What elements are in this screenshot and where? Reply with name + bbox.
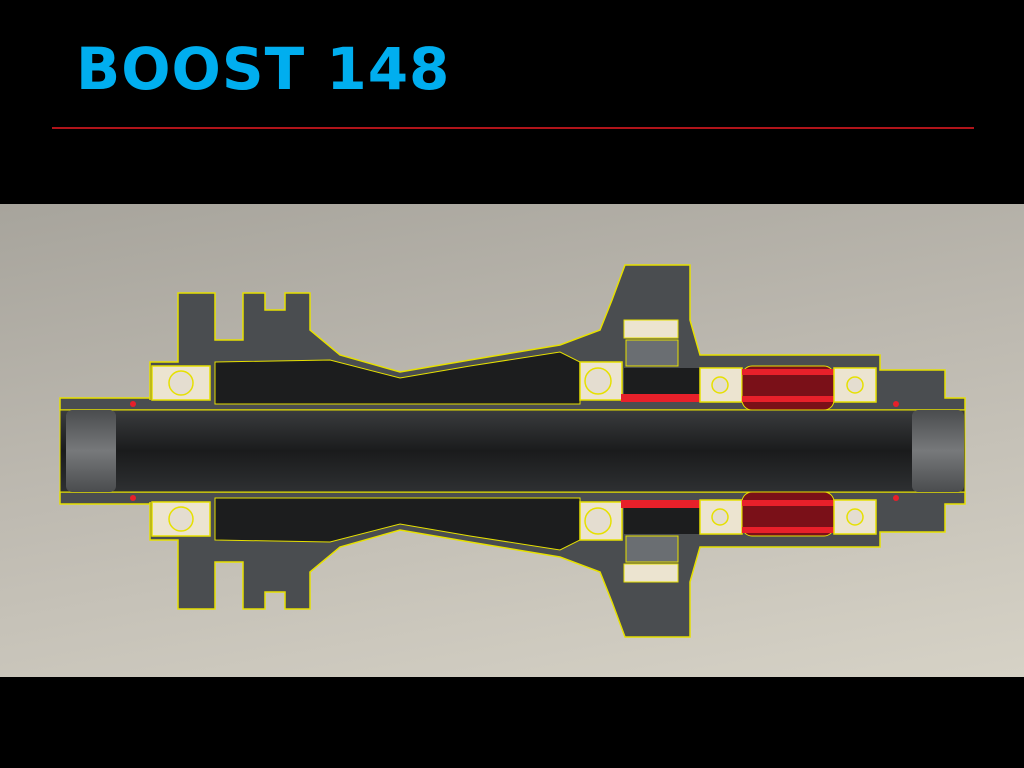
end-cap-left <box>66 410 116 492</box>
end-cap-right <box>912 410 964 492</box>
slide-title: BOOST 148 <box>76 35 451 103</box>
hub-cross-section-figure <box>0 204 1024 677</box>
hub-lower-half <box>59 491 966 638</box>
hub-cross-section-drawing <box>59 264 966 638</box>
title-divider <box>52 127 974 129</box>
axle <box>59 409 966 493</box>
hub-upper-half <box>59 264 966 411</box>
